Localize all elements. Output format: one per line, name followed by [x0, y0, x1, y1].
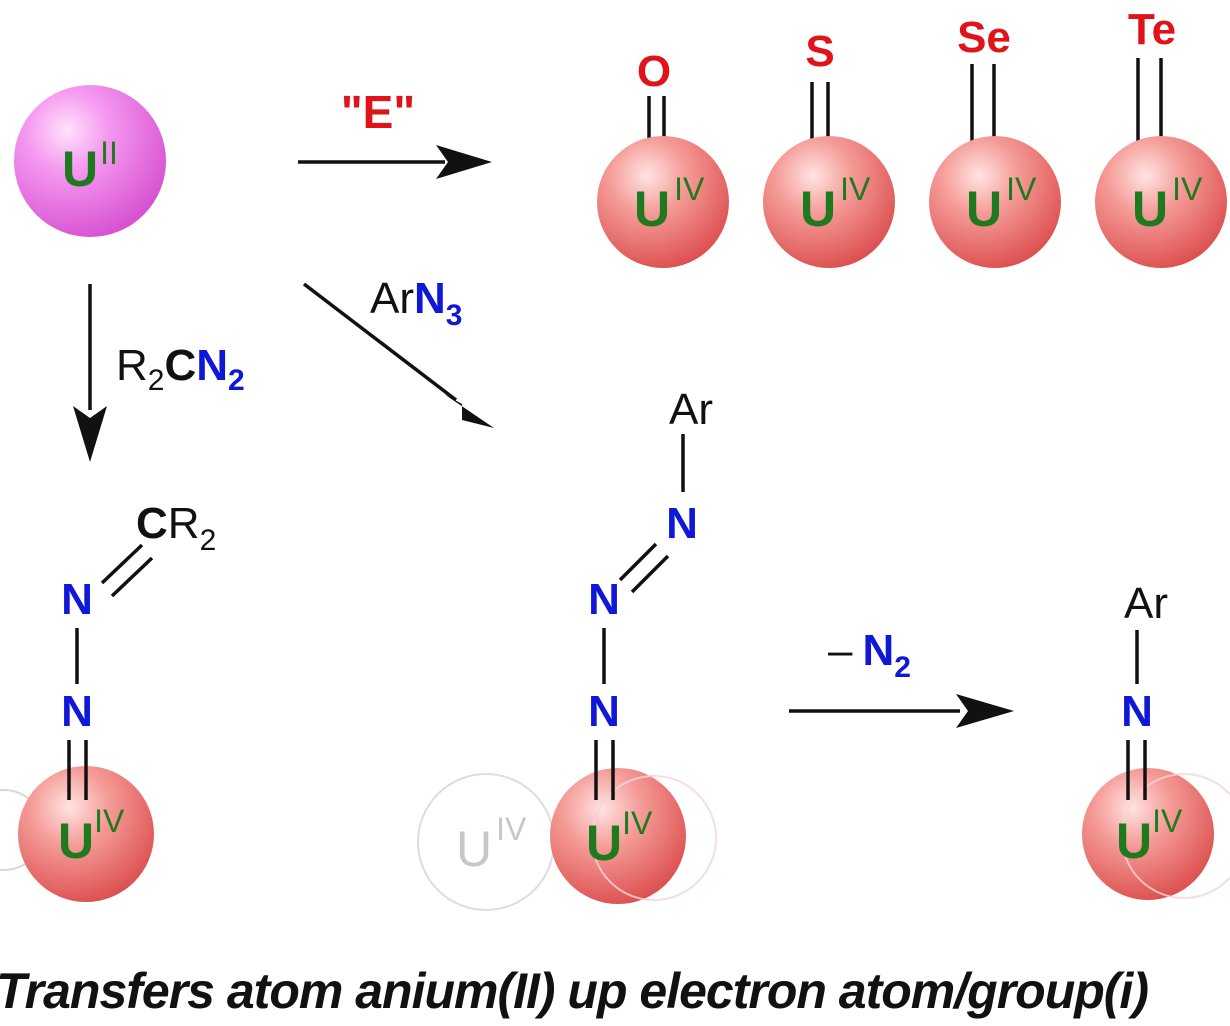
chalcogenide-se-element: Se	[957, 13, 1011, 62]
azide-sphere	[550, 768, 686, 904]
r2cn2-n-subscript: 2	[228, 364, 245, 397]
chalcogenide-s-element: S	[805, 27, 834, 76]
arn3-n: N	[414, 274, 446, 323]
start-sphere	[14, 85, 166, 237]
reagent-e-label: "E"	[341, 86, 415, 138]
r2cn2-c: C	[164, 341, 196, 390]
diazo-sphere	[18, 766, 154, 902]
chalcogenide-s-sphere	[763, 136, 895, 268]
imido-sphere	[1082, 768, 1214, 900]
imido-metal-label: UIV	[1116, 803, 1183, 869]
azide-n-bottom: N	[588, 687, 620, 736]
arrow-to-azide-product	[302, 282, 494, 428]
chalcogenide-se-sphere	[929, 136, 1061, 268]
reagent-r2cn2-label: R2CN2	[116, 341, 245, 397]
imido-n-label: N	[1121, 687, 1153, 736]
arrow-to-diazo-product	[73, 284, 107, 462]
diazo-n-lower: N	[61, 687, 93, 736]
diazo-metal-label: UIV	[58, 803, 125, 869]
azide-metal-label: UIV	[586, 805, 653, 871]
minus-n2-n: N	[862, 626, 894, 675]
minus-sign: –	[828, 626, 853, 675]
arrow-to-imido-product	[789, 694, 1014, 728]
chalcogenide-o-element: O	[637, 47, 671, 96]
imido-ar-label: Ar	[1124, 579, 1168, 628]
arn3-ar: Ar	[370, 274, 414, 323]
chalcogenide-te-element: Te	[1128, 5, 1176, 54]
azide-ar-label: Ar	[669, 385, 713, 434]
start-complex: UII	[14, 85, 166, 237]
start-metal: U	[62, 141, 98, 197]
r2cn2-r-subscript: 2	[148, 364, 165, 397]
start-complex-label: UII	[62, 135, 118, 197]
imido-product: Ar N UIV	[1082, 579, 1230, 900]
azide-n-mid: N	[588, 575, 620, 624]
start-oxidation: II	[100, 135, 118, 171]
diazo-product: CR2 N N UIV	[0, 499, 216, 902]
chalcogenide-o-sphere	[597, 136, 729, 268]
arn3-subscript: 3	[446, 299, 463, 332]
diazo-cr2-label: CR2	[136, 499, 216, 557]
r2cn2-n: N	[196, 341, 228, 390]
chalcogenide-te-sphere	[1095, 136, 1227, 268]
diazo-n-upper: N	[61, 575, 93, 624]
reagent-arn3-label: ArN3	[370, 274, 462, 332]
azide-n-top: N	[666, 499, 698, 548]
minus-n2-subscript: 2	[894, 651, 911, 684]
r2cn2-r: R	[116, 341, 148, 390]
reagent-minus-n2-label: –N2	[828, 626, 911, 684]
caption-text: Transfers atom anium(II) up electron ato…	[0, 963, 1149, 1019]
arrow-to-chalcogenides	[298, 145, 492, 179]
